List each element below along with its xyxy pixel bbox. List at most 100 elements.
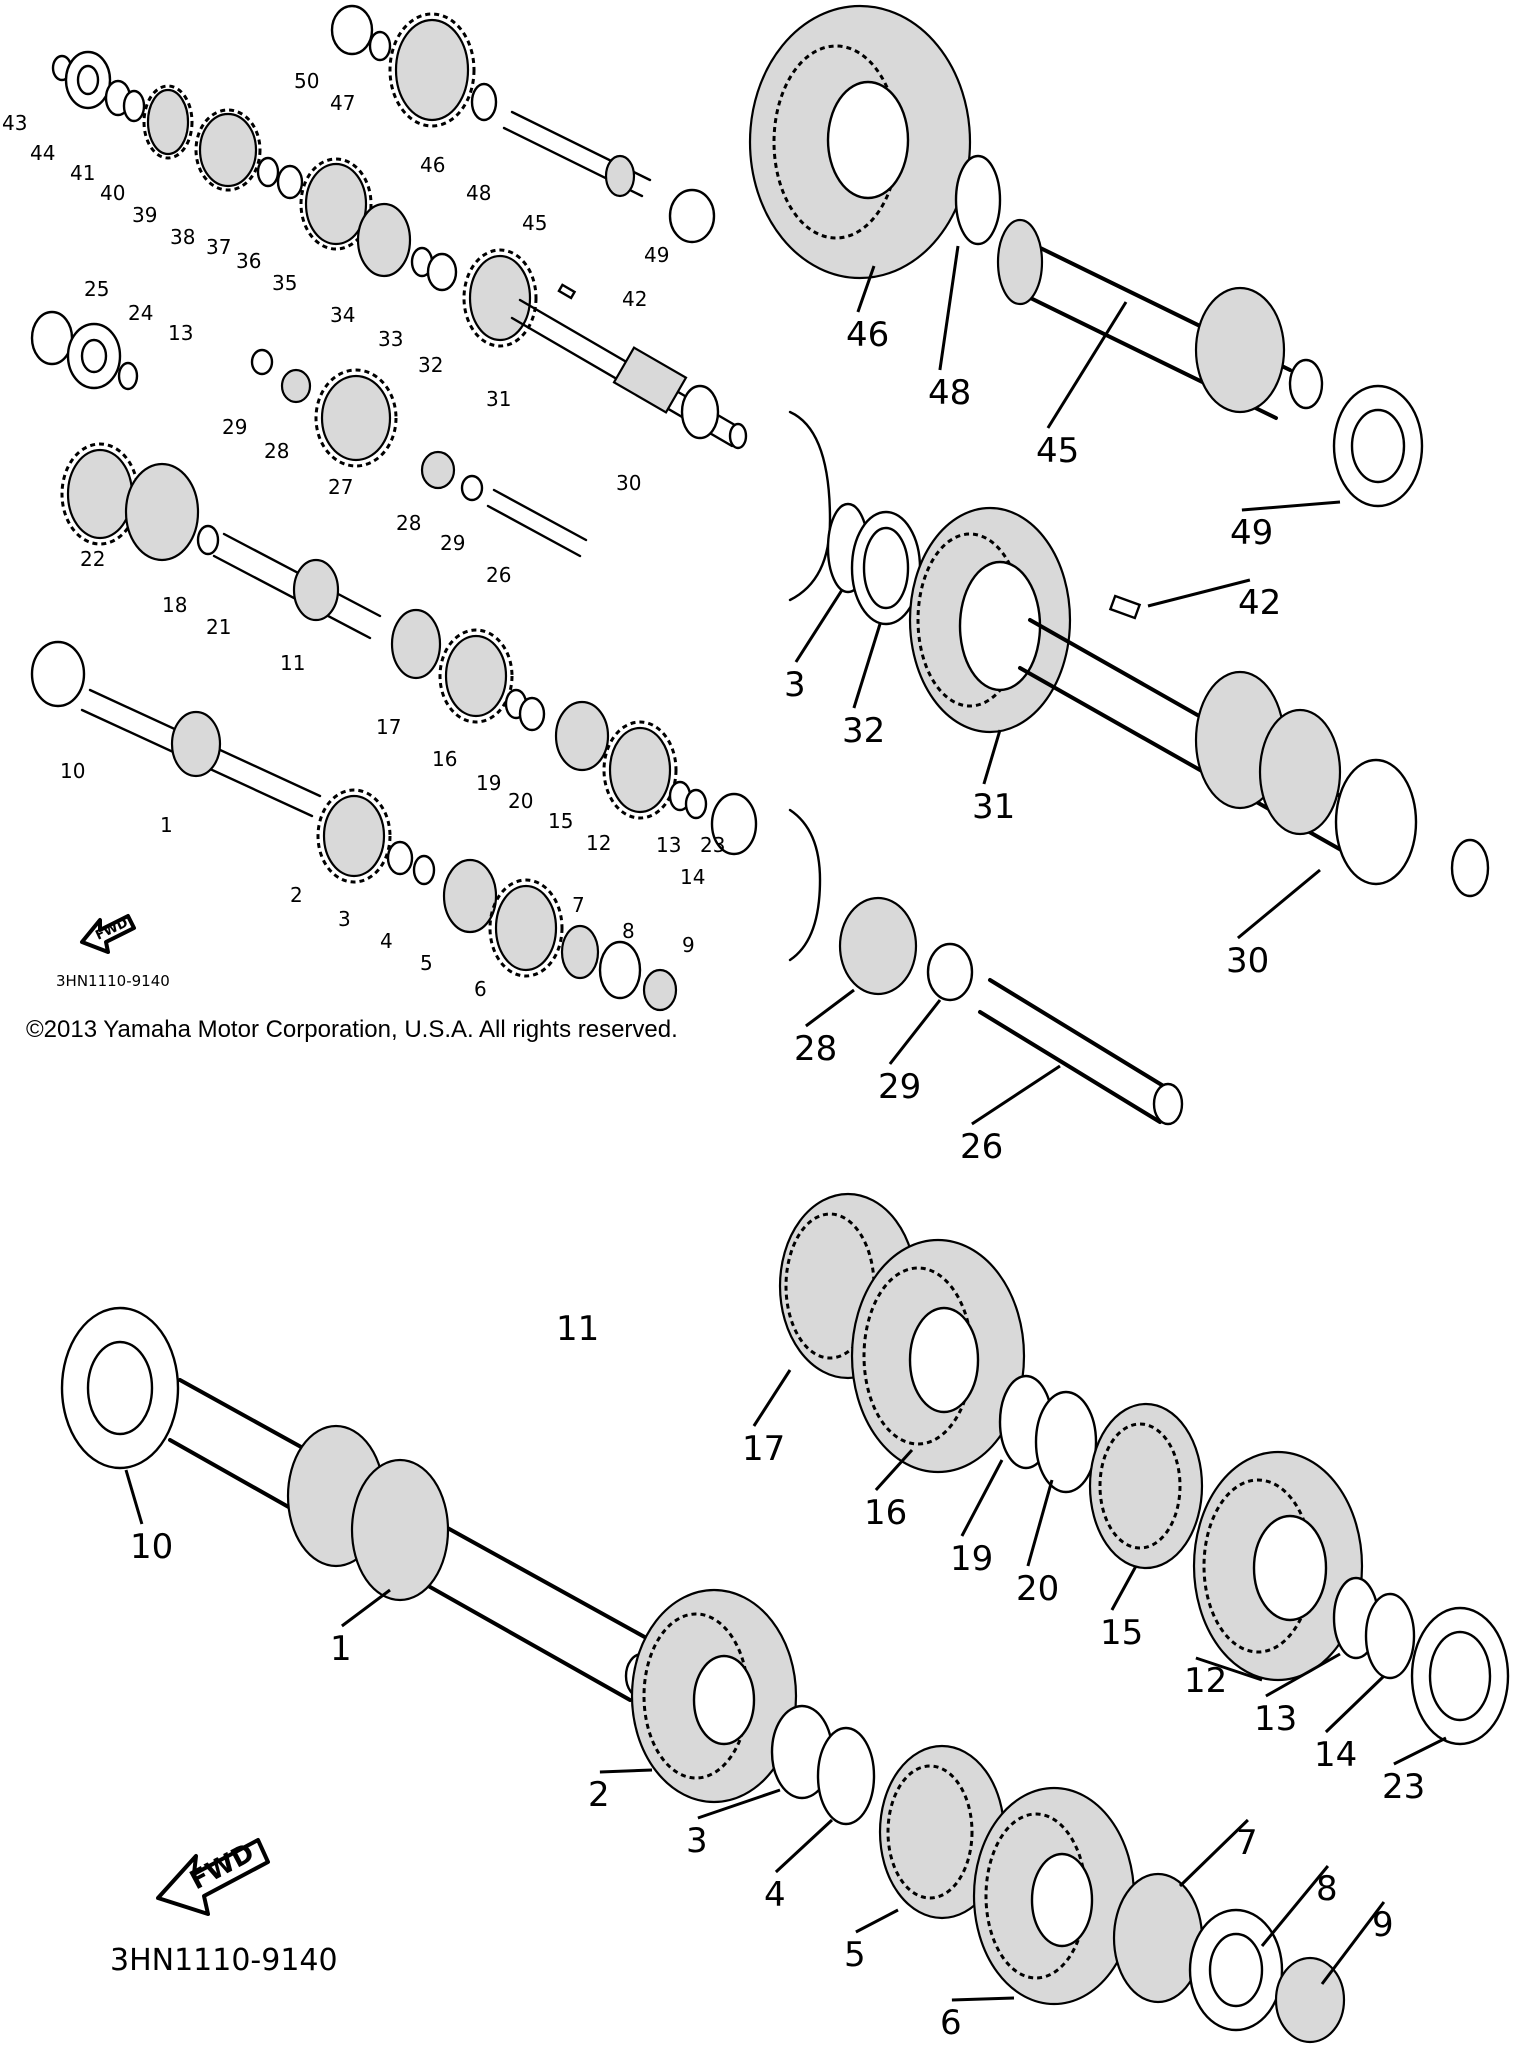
part-label-3: 3 bbox=[338, 907, 351, 931]
leader-line-32 bbox=[852, 623, 882, 709]
leader-line-6 bbox=[951, 1996, 1015, 2002]
part-label-38: 38 bbox=[170, 225, 195, 249]
part-29-washer bbox=[250, 348, 274, 376]
leader-line-12 bbox=[1195, 1656, 1263, 1682]
part-label-10: 10 bbox=[130, 1527, 173, 1567]
leader-line-8 bbox=[1260, 1865, 1330, 1947]
part-label-28: 28 bbox=[264, 439, 289, 463]
part-label-34: 34 bbox=[330, 303, 355, 327]
leader-line-23 bbox=[1393, 1736, 1447, 1766]
part-label-24: 24 bbox=[128, 301, 153, 325]
part-label-30: 30 bbox=[616, 471, 641, 495]
part-label-16: 16 bbox=[432, 747, 457, 771]
detail-part-29-washer bbox=[926, 942, 974, 1002]
leader-line-2 bbox=[599, 1768, 653, 1774]
detail-part-26-shaft bbox=[978, 978, 1172, 1124]
detail-part-42-pin bbox=[1108, 594, 1142, 620]
part-label-42: 42 bbox=[622, 287, 647, 311]
leader-line-14 bbox=[1324, 1674, 1386, 1734]
leader-line-20 bbox=[1026, 1479, 1054, 1567]
part-label-27: 27 bbox=[328, 475, 353, 499]
part-label-15: 15 bbox=[1100, 1613, 1143, 1653]
part-22-gear bbox=[66, 448, 134, 540]
overview-main-shaft-parts bbox=[30, 608, 758, 1012]
part-8-bearing bbox=[598, 940, 642, 1000]
part-label-40: 40 bbox=[100, 181, 125, 205]
part-label-10: 10 bbox=[60, 759, 85, 783]
part-49-bearing bbox=[668, 188, 716, 244]
leader-line-45 bbox=[1046, 301, 1128, 429]
part-label-31: 31 bbox=[972, 787, 1015, 827]
leader-line-4 bbox=[774, 1818, 834, 1874]
part-label-13: 13 bbox=[168, 321, 193, 345]
part-label-6: 6 bbox=[940, 2003, 962, 2043]
detail-fwd-arrow: FWD bbox=[156, 1838, 270, 1916]
leader-line-7 bbox=[1178, 1818, 1249, 1888]
part-label-49: 49 bbox=[1230, 513, 1273, 553]
part-label-12: 12 bbox=[586, 831, 611, 855]
part-5-gear bbox=[442, 858, 498, 934]
leader-line-28 bbox=[805, 988, 855, 1028]
leader-line-5 bbox=[855, 1908, 899, 1934]
part-label-39: 39 bbox=[132, 203, 157, 227]
part-label-9: 9 bbox=[682, 933, 695, 957]
detail-part-48-circlip bbox=[954, 154, 1002, 246]
leader-line-9 bbox=[1320, 1901, 1386, 1985]
part-label-42: 42 bbox=[1238, 583, 1281, 623]
part-label-2: 2 bbox=[588, 1775, 610, 1815]
part-label-49: 49 bbox=[644, 243, 669, 267]
part-label-35: 35 bbox=[272, 271, 297, 295]
detail-diagram-code: 3HN1110-9140 bbox=[110, 1943, 338, 1978]
part-label-21: 21 bbox=[206, 615, 231, 639]
leader-line-3 bbox=[697, 1788, 781, 1820]
part-label-30: 30 bbox=[1226, 941, 1269, 981]
part-7-collar bbox=[560, 924, 600, 980]
part-label-17: 17 bbox=[742, 1429, 785, 1469]
part-39-gear bbox=[146, 88, 190, 156]
part-label-43: 43 bbox=[2, 111, 27, 135]
part-label-3: 3 bbox=[686, 1821, 708, 1861]
part-label-28: 28 bbox=[396, 511, 421, 535]
part-35-gear bbox=[304, 162, 368, 246]
part-34-gear bbox=[356, 202, 412, 278]
part-label-1: 1 bbox=[160, 813, 173, 837]
part-label-12: 12 bbox=[1184, 1661, 1227, 1701]
leader-line-15 bbox=[1110, 1565, 1138, 1611]
part-label-3: 3 bbox=[784, 665, 806, 705]
leader-line-16 bbox=[874, 1448, 914, 1492]
detail-top-diagram bbox=[748, 4, 1490, 1126]
part-label-4: 4 bbox=[764, 1875, 786, 1915]
part-label-46: 46 bbox=[420, 153, 445, 177]
part-18-gear bbox=[124, 462, 200, 562]
overview-diagram: FWD 3HN1110-9140 bbox=[30, 4, 758, 1012]
part-10-bearing bbox=[30, 640, 86, 708]
leader-line-26 bbox=[971, 1064, 1061, 1126]
part-label-44: 44 bbox=[30, 141, 55, 165]
detail-part-7-collar bbox=[1112, 1872, 1204, 2004]
leader-line-1 bbox=[341, 1588, 391, 1628]
part-label-28: 28 bbox=[794, 1029, 837, 1069]
part-label-19: 19 bbox=[476, 771, 501, 795]
detail-part-23-bearing bbox=[1410, 1606, 1510, 1746]
part-31-gear bbox=[468, 254, 532, 342]
part-label-5: 5 bbox=[420, 951, 433, 975]
part-label-17: 17 bbox=[376, 715, 401, 739]
part-label-37: 37 bbox=[206, 235, 231, 259]
detail-part-14-circlip bbox=[1364, 1592, 1416, 1680]
part-label-11: 11 bbox=[280, 651, 305, 675]
detail-part-28-bearing bbox=[838, 896, 918, 996]
part-12-gear bbox=[608, 726, 672, 814]
part-label-48: 48 bbox=[928, 373, 971, 413]
part-44-bearing bbox=[64, 50, 112, 110]
part-label-14: 14 bbox=[1314, 1735, 1357, 1775]
part-label-16: 16 bbox=[864, 1493, 907, 1533]
overview-secondary-shaft-parts bbox=[51, 4, 748, 450]
part-label-29: 29 bbox=[440, 531, 465, 555]
part-label-4: 4 bbox=[380, 929, 393, 953]
part-label-2: 2 bbox=[290, 883, 303, 907]
part-label-8: 8 bbox=[1316, 1869, 1338, 1909]
leader-line-31 bbox=[982, 729, 1002, 785]
part-label-29: 29 bbox=[222, 415, 247, 439]
